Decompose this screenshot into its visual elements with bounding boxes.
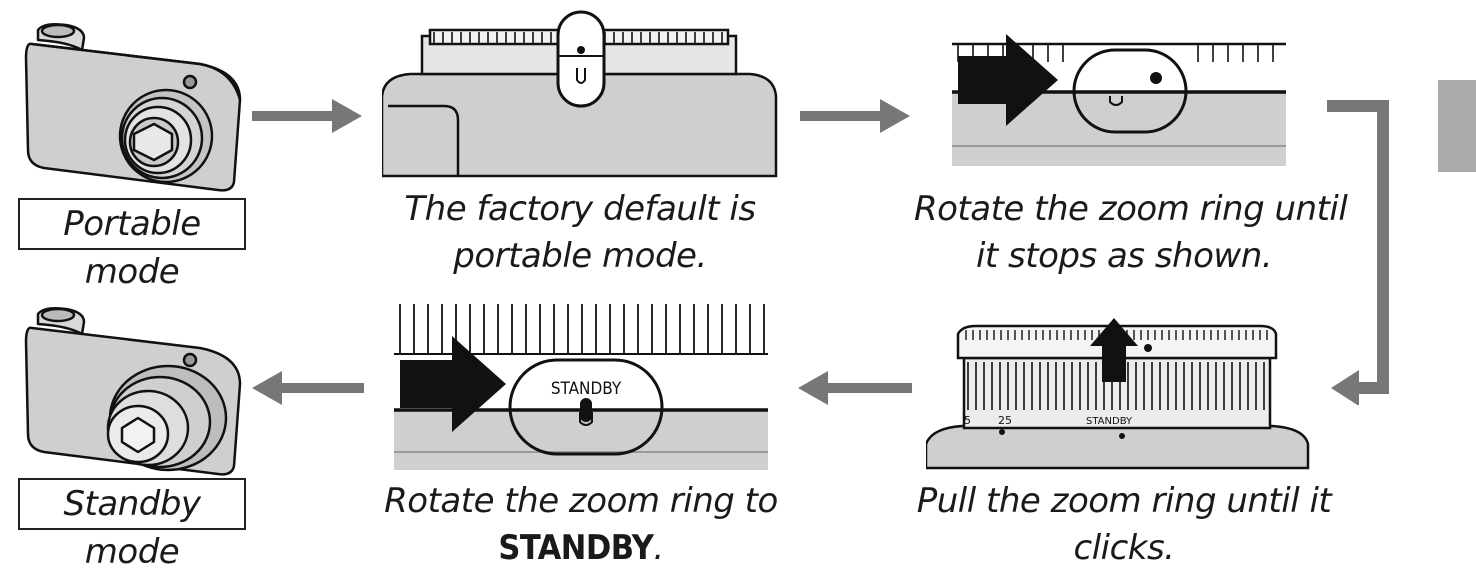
left-arrow-icon [798, 371, 912, 405]
label-standby-mode: Standby mode [18, 478, 246, 572]
right-arrow-icon [252, 99, 362, 133]
caption-period: . [653, 528, 664, 568]
right-arrow-icon [800, 99, 910, 133]
standby-mark-label: STANDBY [551, 379, 622, 399]
camera-standby-icon [24, 306, 242, 476]
caption-line: Rotate the zoom ring to [384, 481, 778, 521]
caption-factory-default: The factory default is portable mode. [380, 186, 780, 280]
ring-scale-5: 5 [964, 414, 971, 427]
caption-line: STANDBY. [376, 525, 786, 572]
camera-portable-icon [24, 22, 242, 192]
zoom-ring-rotate-illustration [952, 34, 1286, 166]
caption-line: Rotate the zoom ring until [914, 189, 1348, 229]
section-tab [1438, 80, 1476, 172]
zoom-ring-default-illustration [382, 10, 778, 178]
standby-bold-text: STANDBY [498, 528, 654, 568]
zoom-ring-standby-illustration: STANDBY [394, 304, 768, 470]
left-arrow-icon [252, 371, 364, 405]
caption-line: portable mode. [453, 236, 707, 276]
zoom-ring-pull-illustration: 5 25 STANDBY [926, 318, 1310, 470]
caption-line: Pull the zoom ring until it [916, 481, 1332, 521]
caption-line: clicks. [1073, 528, 1176, 568]
label-portable-mode: Portable mode [18, 198, 246, 292]
caption-line: The factory default is [404, 189, 756, 229]
caption-pull-ring: Pull the zoom ring until it clicks. [914, 478, 1334, 572]
ring-scale-25: 25 [998, 414, 1012, 427]
ring-scale-standby: STANDBY [1086, 416, 1133, 427]
caption-rotate-until-stops: Rotate the zoom ring until it stops as s… [914, 186, 1348, 280]
caption-line: it stops as shown. [975, 236, 1273, 276]
down-elbow-arrow-icon [1327, 100, 1389, 405]
caption-rotate-to-standby: Rotate the zoom ring to STANDBY. [376, 478, 786, 572]
